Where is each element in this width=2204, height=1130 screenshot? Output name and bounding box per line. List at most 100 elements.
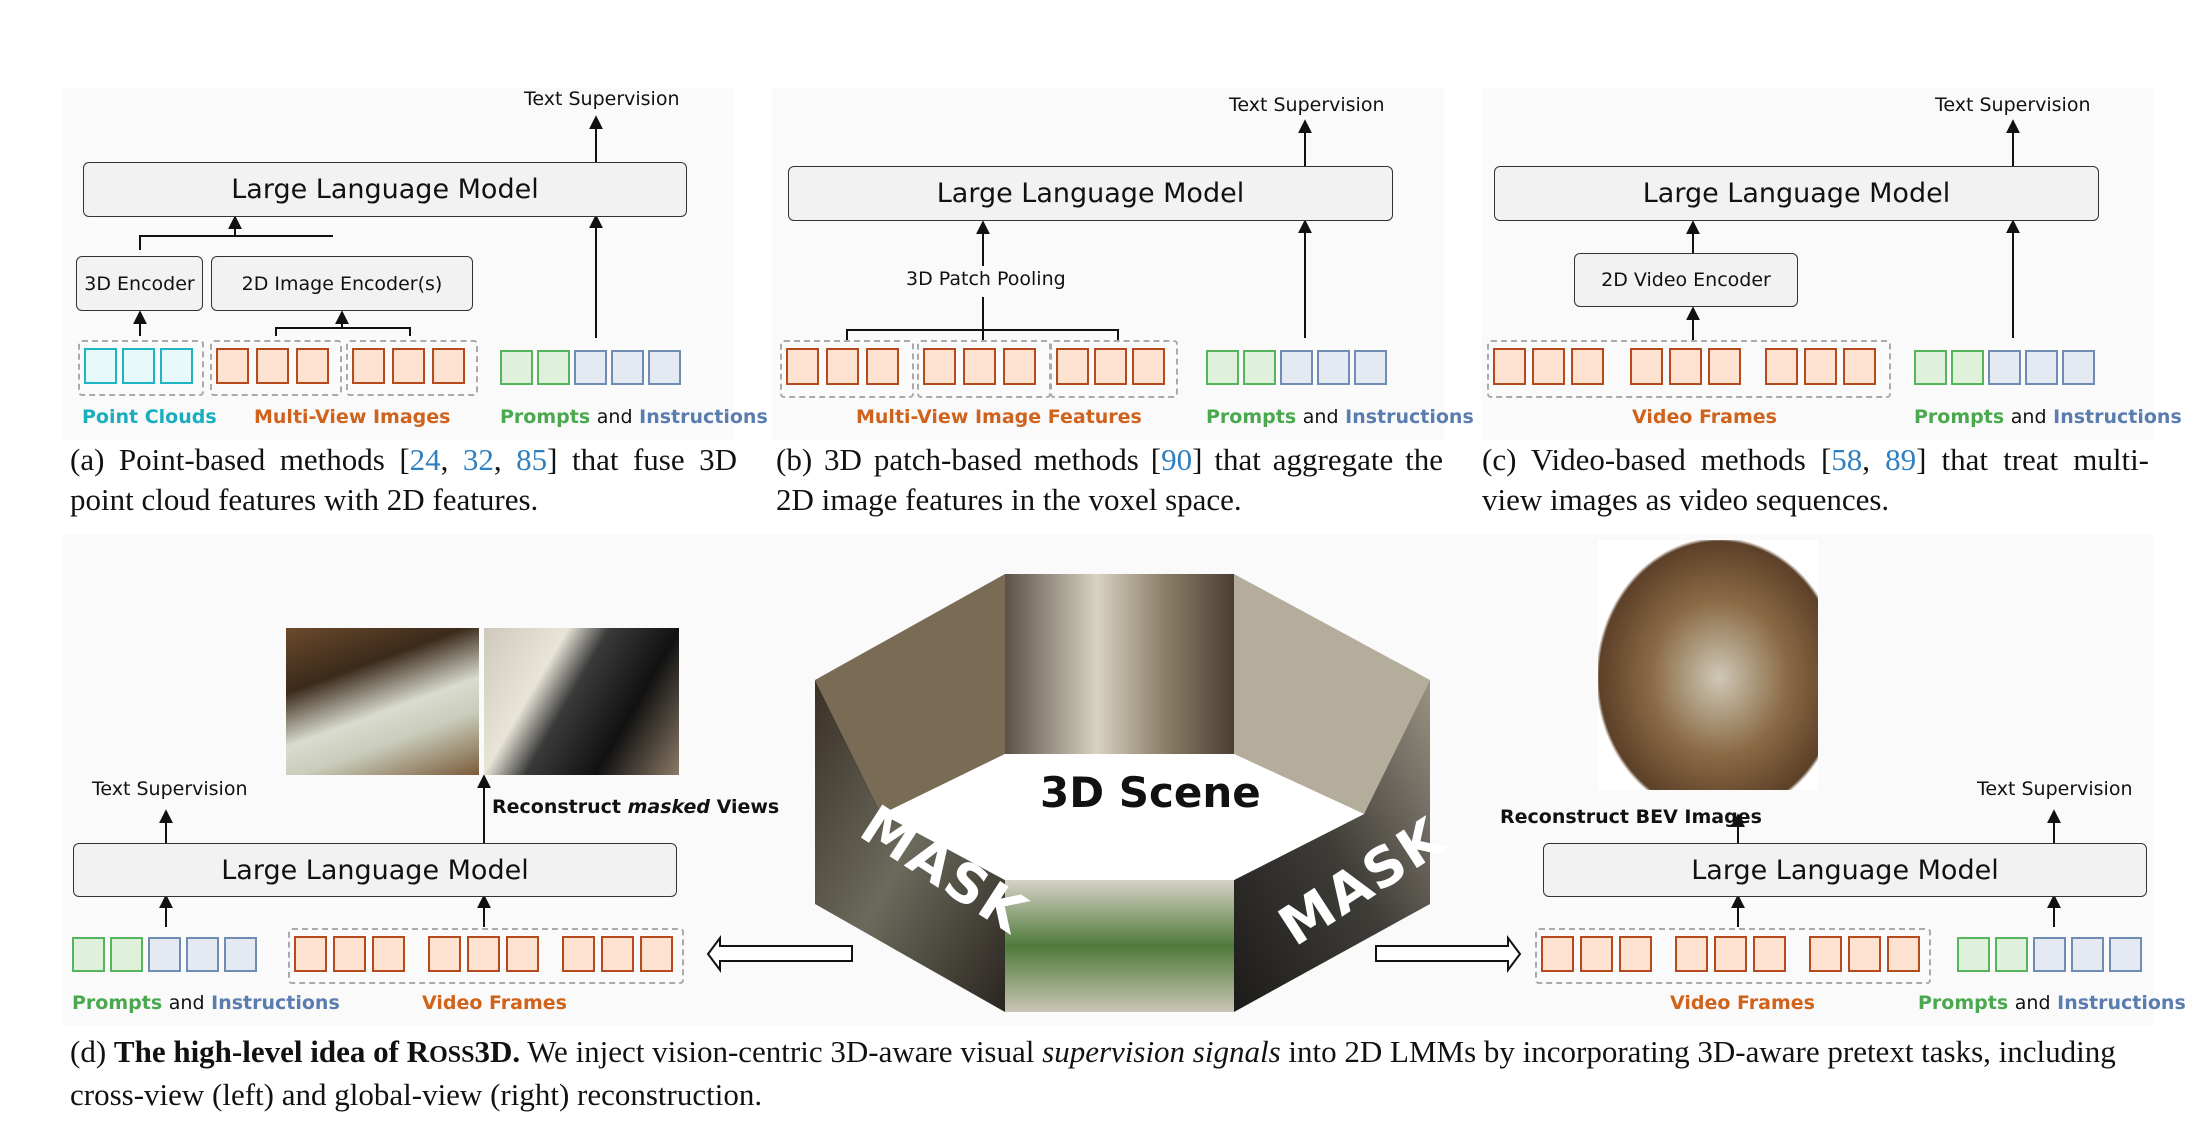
panel-b-llm-box: Large Language Model <box>788 166 1393 221</box>
citation-link[interactable]: 24 <box>409 442 441 477</box>
citation-link[interactable]: 90 <box>1161 442 1193 477</box>
panel-c-caption: (c) Video-based methods [58, 89] that tr… <box>1482 440 2149 520</box>
legend-and: and <box>168 992 205 1014</box>
instruction-token <box>1280 350 1313 385</box>
legend-instructions: Instructions <box>211 992 340 1014</box>
reconstruct-text: Views <box>709 796 780 818</box>
frame-token <box>428 936 461 972</box>
legend-prompts-instructions: Prompts and Instructions <box>500 406 768 428</box>
prompt-token <box>537 350 570 385</box>
feature-token <box>1094 348 1127 385</box>
frame-token <box>1848 936 1881 972</box>
panel-b-feature-group-3 <box>1050 340 1178 398</box>
instruction-token <box>2033 937 2066 972</box>
image-token <box>256 348 289 384</box>
panel-b-patch-pooling-label: 3D Patch Pooling <box>906 268 1066 290</box>
instruction-token <box>148 937 181 972</box>
panel-a-multi-view-group-1 <box>210 340 342 396</box>
frame-token <box>1753 936 1786 972</box>
legend-and: and <box>2010 406 2047 428</box>
point-cloud-token <box>122 348 155 384</box>
prompt-token <box>1206 350 1239 385</box>
caption-small-caps-text: OSS <box>429 1042 475 1068</box>
legend-multi-view-image-features: Multi-View Image Features <box>856 406 1142 428</box>
instruction-token <box>574 350 607 385</box>
feature-token <box>1132 348 1165 385</box>
caption-text: ] that fuse 3D point cloud features with… <box>70 442 737 517</box>
instruction-token <box>611 350 644 385</box>
panel-a-caption: (a) Point-based methods [24, 32, 85] tha… <box>70 440 737 520</box>
frame-token <box>1630 348 1663 385</box>
instruction-token <box>2071 937 2104 972</box>
frame-token <box>467 936 500 972</box>
frame-token <box>1887 936 1920 972</box>
frame-token <box>1541 936 1574 972</box>
feature-token <box>923 348 956 385</box>
caption-text: , <box>493 442 517 477</box>
panel-a-point-cloud-group <box>78 340 204 396</box>
scene-wall-right <box>1234 680 1430 1012</box>
frame-token <box>1843 348 1876 385</box>
panel-d-right-text-supervision: Text Supervision <box>1977 778 2133 800</box>
panel-d-left-video-frames-group <box>288 928 684 984</box>
image-token <box>352 348 385 384</box>
legend-point-clouds: Point Clouds <box>82 406 217 428</box>
frame-token <box>640 936 673 972</box>
legend-instructions: Instructions <box>639 406 768 428</box>
frame-token <box>506 936 539 972</box>
bev-reconstruction-image <box>1598 540 1818 790</box>
caption-text: (b) 3D patch-based methods [ <box>776 442 1162 477</box>
scene-wall-bottom <box>1005 880 1234 1012</box>
panel-b-feature-group-1 <box>780 340 914 398</box>
feature-token <box>866 348 899 385</box>
caption-bold-text: The high-level idea of R <box>113 1034 430 1069</box>
reconstruct-bev-label: Reconstruct BEV Images <box>1500 806 1762 828</box>
frame-token <box>1809 936 1842 972</box>
legend-prompts: Prompts <box>1914 406 2005 428</box>
legend-and: and <box>2014 992 2051 1014</box>
frame-token <box>562 936 595 972</box>
caption-italic-text: supervision signals <box>1042 1034 1281 1069</box>
citation-link[interactable]: 89 <box>1885 442 1917 477</box>
panel-a-text-supervision: Text Supervision <box>524 88 680 110</box>
legend-instructions: Instructions <box>2057 992 2186 1014</box>
caption-bold-text: 3D. <box>474 1034 521 1069</box>
frame-token <box>601 936 634 972</box>
instruction-token <box>2062 350 2095 385</box>
frame-token <box>1571 348 1604 385</box>
caption-text: , <box>1862 442 1886 477</box>
legend-video-frames: Video Frames <box>1670 992 1815 1014</box>
legend-video-frames: Video Frames <box>1632 406 1777 428</box>
legend-and: and <box>596 406 633 428</box>
reconstruct-masked-views-label: Reconstruct masked Views <box>492 796 779 818</box>
prompt-token <box>1995 937 2028 972</box>
feature-token <box>963 348 996 385</box>
feature-token <box>786 348 819 385</box>
instruction-token <box>1354 350 1387 385</box>
legend-prompts: Prompts <box>1206 406 1297 428</box>
legend-prompts-instructions: Prompts and Instructions <box>1206 406 1474 428</box>
frame-token <box>1532 348 1565 385</box>
frame-token <box>1619 936 1652 972</box>
image-token <box>216 348 249 384</box>
frame-token <box>1493 348 1526 385</box>
panel-a-3d-encoder-box: 3D Encoder <box>76 256 203 311</box>
legend-prompts: Prompts <box>1918 992 2009 1014</box>
frame-token <box>333 936 366 972</box>
masked-view-photo-tv <box>484 628 679 775</box>
panel-c-video-frames-group <box>1487 340 1891 398</box>
citation-link[interactable]: 58 <box>1831 442 1863 477</box>
prompt-token <box>1957 937 1990 972</box>
frame-token <box>1804 348 1837 385</box>
scene-wall-left <box>815 680 1005 1012</box>
citation-link[interactable]: 85 <box>516 442 548 477</box>
frame-token <box>372 936 405 972</box>
prompt-token <box>1951 350 1984 385</box>
caption-text: ] that treat multi-view images as video … <box>1482 442 2150 517</box>
frame-token <box>1669 348 1702 385</box>
citation-link[interactable]: 32 <box>462 442 494 477</box>
legend-prompts-instructions: Prompts and Instructions <box>1914 406 2182 428</box>
panel-c-video-encoder-box: 2D Video Encoder <box>1574 253 1798 307</box>
